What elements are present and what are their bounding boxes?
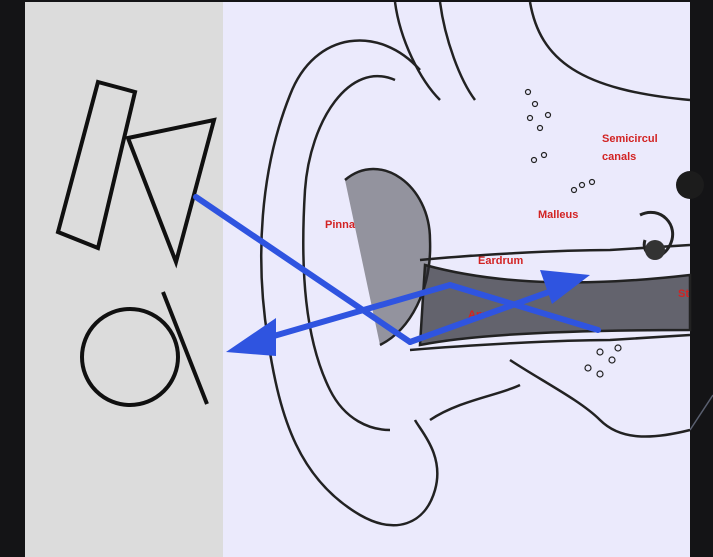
label-malleus: Malleus	[538, 209, 578, 221]
decorative-line	[690, 395, 713, 430]
label-eardrum: Eardrum	[478, 255, 523, 267]
left-panel	[25, 2, 223, 557]
label-semicircular: Semicircul	[602, 133, 658, 145]
label-pinna: Pinna	[325, 219, 356, 231]
label-stapes: St	[678, 288, 689, 300]
label-canals: canals	[602, 151, 636, 163]
